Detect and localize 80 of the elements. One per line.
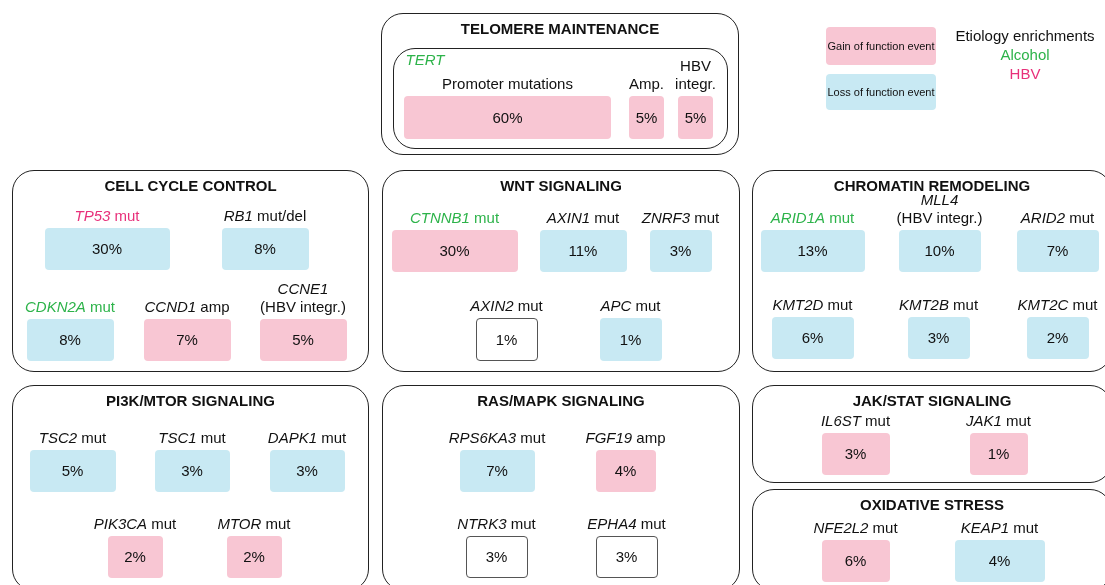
- percent-box: 7%: [459, 449, 535, 492]
- gene-label: NFE2L2 mut: [813, 518, 898, 537]
- gene-label: RPS6KA3 mut: [448, 428, 546, 447]
- gene-label: DAPK1 mut: [267, 428, 347, 447]
- gene-label: CCNE1 (HBV integr.): [260, 279, 346, 316]
- gene-label: EPHA4 mut: [587, 514, 666, 533]
- gene-label: APC mut: [600, 296, 661, 315]
- legend-swatch: Gain of function event: [826, 27, 936, 65]
- legend-entry: Alcohol: [1000, 46, 1050, 63]
- gene-label: CTNNB1 mut: [409, 208, 500, 227]
- gene-label: KMT2B mut: [898, 295, 979, 314]
- percent-box: 1%: [599, 317, 662, 361]
- percent-box: 13%: [760, 229, 865, 272]
- percent-box: 30%: [391, 229, 518, 272]
- gene-label: JAK1 mut: [966, 411, 1031, 430]
- percent-box: 4%: [595, 449, 656, 492]
- panel: [382, 170, 740, 372]
- gene-label: TSC2 mut: [38, 428, 107, 447]
- percent-box: 7%: [143, 318, 231, 361]
- percent-box: 8%: [26, 318, 114, 361]
- percent-box: 6%: [771, 316, 854, 359]
- percent-box: 3%: [649, 229, 712, 272]
- gene-label: MTOR mut: [217, 514, 291, 533]
- gene-label: RB1 mut/del: [223, 206, 307, 225]
- panel-title: TELOMERE MAINTENANCE: [460, 20, 660, 37]
- gene-label: ARID1A mut: [770, 208, 855, 227]
- percent-box: 5%: [678, 96, 713, 139]
- gene-label: KMT2D mut: [772, 295, 853, 314]
- percent-box: 10%: [898, 229, 981, 272]
- gene-label: HBV integr.: [675, 57, 716, 93]
- gene-label: TERT: [405, 50, 445, 68]
- percent-box: 4%: [954, 539, 1045, 582]
- percent-box: 3%: [269, 449, 345, 492]
- gene-label: ARID2 mut: [1020, 208, 1095, 227]
- percent-box: 5%: [629, 96, 664, 139]
- percent-box: 2%: [1026, 316, 1089, 359]
- panel-title: CELL CYCLE CONTROL: [104, 177, 277, 194]
- panel: [392, 47, 728, 149]
- percent-box: 1%: [969, 432, 1028, 475]
- gene-label: ZNRF3 mut: [641, 208, 720, 227]
- gene-label: TP53 mut: [74, 206, 140, 225]
- panel: [12, 170, 369, 372]
- gene-label: TSC1 mut: [158, 428, 226, 447]
- gene-label: KMT2C mut: [1017, 295, 1098, 314]
- outlined-percent-box: 3%: [465, 535, 528, 578]
- panel-title: PI3K/MTOR SIGNALING: [106, 392, 275, 409]
- legend-entry: HBV: [1009, 65, 1041, 82]
- gene-label: FGF19 amp: [585, 428, 666, 447]
- percent-box: 60%: [404, 96, 611, 139]
- outlined-percent-box: 1%: [475, 317, 538, 361]
- percent-box: 5%: [29, 449, 116, 492]
- gene-label: Promoter mutations: [442, 75, 573, 93]
- percent-box: 3%: [821, 432, 890, 475]
- gene-label: AXIN2 mut: [470, 296, 543, 315]
- panel-title: RAS/MAPK SIGNALING: [477, 392, 645, 409]
- percent-box: 7%: [1016, 229, 1099, 272]
- gene-label: Amp.: [629, 75, 664, 93]
- legend-title: Etiology enrichments: [955, 27, 1095, 44]
- percent-box: 3%: [907, 316, 970, 359]
- gene-label: PIK3CA mut: [93, 514, 177, 533]
- panel-title: JAK/STAT SIGNALING: [852, 392, 1012, 409]
- panel: [381, 13, 739, 155]
- percent-box: 2%: [107, 535, 163, 578]
- percent-box: 2%: [226, 535, 282, 578]
- panel-title: OXIDATIVE STRESS: [860, 496, 1004, 513]
- gene-label: KEAP1 mut: [960, 518, 1039, 537]
- percent-box: 3%: [154, 449, 230, 492]
- percent-box: 6%: [821, 539, 890, 582]
- outlined-percent-box: 3%: [595, 535, 658, 578]
- percent-box: 5%: [259, 318, 347, 361]
- percent-box: 30%: [44, 227, 170, 270]
- legend-swatch: Loss of function event: [826, 74, 936, 110]
- gene-label: CCND1 amp: [144, 297, 230, 316]
- panel-title: WNT SIGNALING: [500, 177, 622, 194]
- gene-label: CDKN2A mut: [25, 297, 115, 316]
- gene-label: NTRK3 mut: [457, 514, 536, 533]
- percent-box: 8%: [221, 227, 309, 270]
- gene-label: AXIN1 mut: [546, 208, 620, 227]
- gene-label: IL6ST mut: [820, 411, 891, 430]
- percent-box: 11%: [539, 229, 627, 272]
